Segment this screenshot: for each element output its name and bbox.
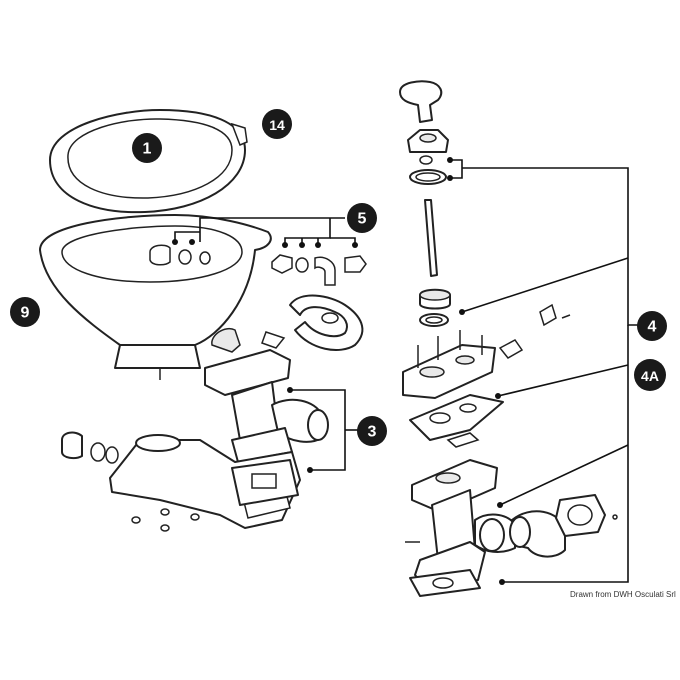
callout-4: 4 [637, 311, 667, 341]
pump-cover [402, 303, 571, 399]
callout-9-text: 9 [21, 305, 30, 322]
leader-4 [447, 157, 640, 585]
callout-3-text: 3 [368, 424, 377, 441]
callout-14-text: 14 [269, 117, 285, 133]
base-plate [109, 434, 301, 529]
callout-9: 9 [10, 297, 40, 327]
callout-1: 1 [132, 133, 162, 163]
flush-hose [289, 294, 364, 351]
callout-4a-text: 4A [641, 368, 659, 384]
inlet-fittings [271, 254, 367, 286]
pump-rod [424, 199, 438, 277]
leader-3 [287, 387, 358, 473]
callout-4a: 4A [634, 359, 666, 391]
pump-assembly [204, 328, 329, 463]
toilet-bowl [39, 214, 272, 380]
leader-5 [172, 217, 358, 248]
pump-cap [407, 129, 449, 185]
callout-5-text: 5 [358, 211, 367, 228]
callout-3: 3 [357, 416, 387, 446]
outlet-fittings [61, 431, 119, 464]
callout-1-text: 1 [143, 141, 152, 158]
piston [419, 288, 451, 327]
callout-14: 14 [262, 109, 292, 139]
bottom-gasket [409, 569, 481, 597]
drawing-credit: Drawn from DWH Osculati Srl [570, 590, 676, 599]
discharge-elbow [509, 494, 618, 558]
base-nuts [131, 508, 200, 532]
bowl-fittings [149, 244, 211, 266]
callout-4-text: 4 [648, 319, 657, 336]
pump-handle [399, 80, 443, 123]
callout-5: 5 [347, 203, 377, 233]
gaskets [409, 394, 504, 448]
